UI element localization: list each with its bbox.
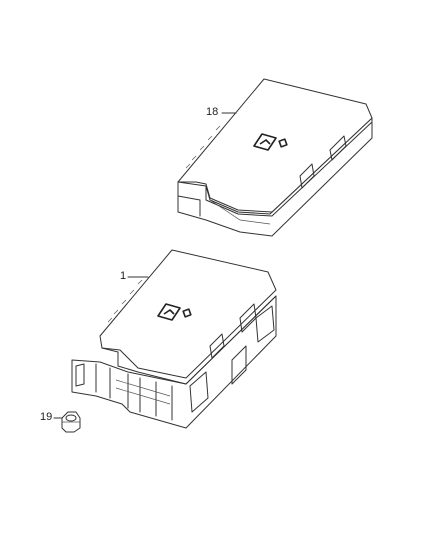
- callout-1: 1: [120, 270, 127, 282]
- callout-18: 18: [206, 106, 219, 118]
- cover-part: [177, 78, 373, 237]
- callout-19: 19: [40, 411, 53, 423]
- module-part: [71, 249, 277, 429]
- nut-part: [61, 411, 81, 433]
